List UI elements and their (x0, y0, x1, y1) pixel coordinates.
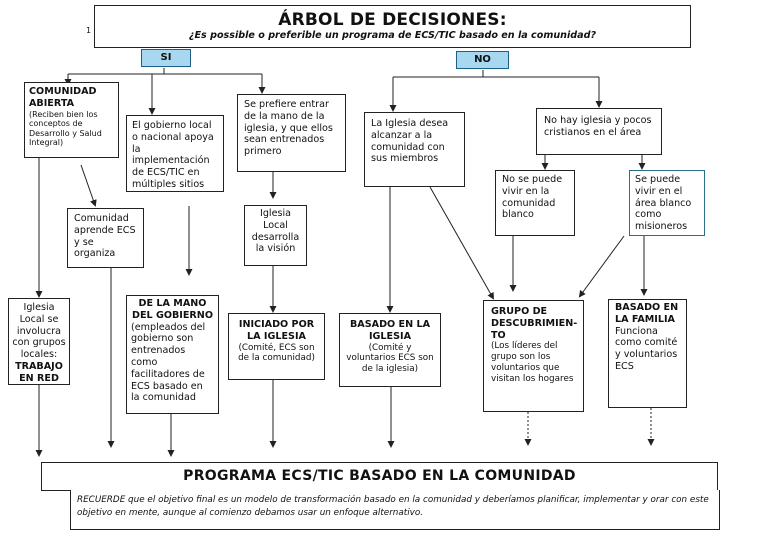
note-box: RECUERDE que el objetivo final es un mod… (70, 490, 720, 530)
node-comunidad-abierta-detail: (Reciben bien los conceptos de Desarroll… (29, 109, 102, 148)
node-comunidad-abierta-title: COMUNIDAD ABIERTA (29, 86, 97, 109)
node-iniciado-iglesia-title: INICIADO POR LA IGLESIA (238, 319, 315, 342)
node-iniciado-iglesia: INICIADO POR LA IGLESIA (Comité, ECS son… (228, 313, 325, 380)
node-basado-familia-detail: Funciona como comité y voluntarios ECS (615, 325, 678, 372)
title-box: ÁRBOL DE DECISIONES: ¿Es possible o pref… (94, 5, 691, 48)
node-no-iglesia: No hay iglesia y pocos cristianos en el … (536, 108, 662, 155)
node-basado-iglesia-detail: (Comité y voluntarios ECS son de la igle… (346, 342, 434, 374)
node-mano-gobierno-title: DE LA MANO DEL GOBIERNO (131, 298, 213, 321)
node-basado-familia-title: BASADO EN LA FAMILIA (615, 302, 679, 325)
node-iglesia-local-red-text: Iglesia Local se involucra con grupos lo… (12, 302, 66, 361)
node-mano-gobierno-detail: (empleados del gobierno son entrenados c… (131, 321, 206, 404)
node-grupo-descubrimiento-detail: (Los líderes del grupo son los voluntari… (491, 341, 574, 384)
page-title: ÁRBOL DE DECISIONES: (278, 10, 507, 30)
page-subtitle: ¿Es possible o preferible un programa de… (188, 30, 597, 41)
result-box: PROGRAMA ECS/TIC BASADO EN LA COMUNIDAD (41, 462, 718, 491)
node-si-vivir: Se puede vivir en el área blanco como mi… (629, 170, 705, 236)
node-comunidad-aprende: Comunidad aprende ECS y se organiza (67, 208, 144, 268)
node-iglesia-local-red: Iglesia Local se involucra con grupos lo… (8, 298, 70, 385)
node-iglesia-entrenados: Se prefiere entrar de la mano de la igle… (237, 94, 346, 172)
no-tag: NO (456, 51, 509, 69)
node-mano-gobierno: DE LA MANO DEL GOBIERNO (empleados del g… (126, 295, 219, 414)
node-comunidad-abierta: COMUNIDAD ABIERTA (Reciben bien los conc… (24, 82, 119, 158)
page-number: 1 (86, 26, 92, 35)
node-iniciado-iglesia-detail: (Comité, ECS son de la comunidad) (238, 342, 315, 364)
node-gobierno-apoya: El gobierno local o nacional apoya la im… (126, 115, 224, 192)
node-iglesia-local-red-bold: TRABAJO EN RED (15, 360, 63, 384)
node-iglesia-local-vision: Iglesia Local desarrolla la visión (244, 205, 307, 266)
node-basado-iglesia-title: BASADO EN LA IGLESIA (350, 319, 430, 342)
node-grupo-descubrimiento: GRUPO DE DESCUBRIMIEN-TO (Los líderes de… (483, 300, 584, 412)
node-basado-familia: BASADO EN LA FAMILIA Funciona como comit… (608, 299, 687, 408)
node-grupo-descubrimiento-title: GRUPO DE DESCUBRIMIEN-TO (491, 306, 578, 341)
node-iglesia-desea: La Iglesia desea alcanzar a la comunidad… (364, 112, 465, 187)
result-title: PROGRAMA ECS/TIC BASADO EN LA COMUNIDAD (183, 468, 576, 484)
node-basado-iglesia: BASADO EN LA IGLESIA (Comité y voluntari… (339, 313, 441, 387)
yes-tag: SI (141, 49, 191, 67)
node-no-vivir: No se puede vivir en la comunidad blanco (495, 170, 575, 236)
